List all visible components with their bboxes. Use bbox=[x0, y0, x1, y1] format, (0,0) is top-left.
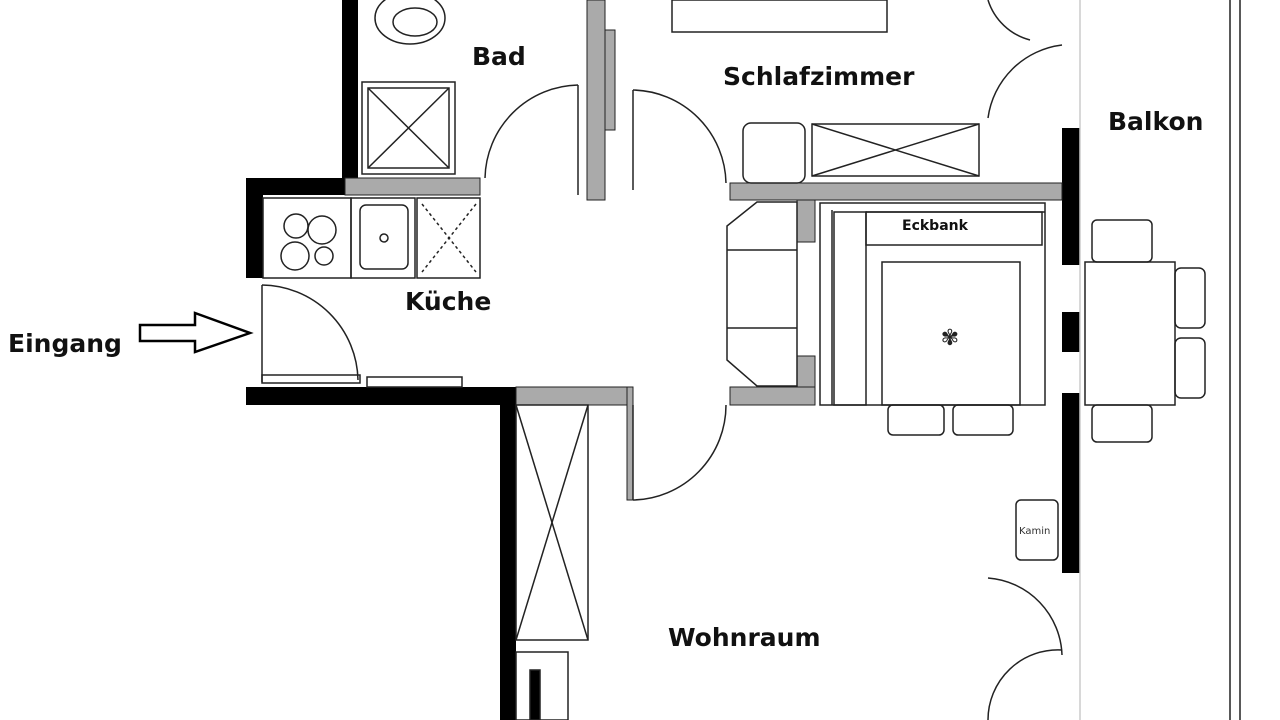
sink-icon bbox=[350, 197, 416, 279]
toilet-icon bbox=[374, 0, 446, 45]
room-label-bad: Bad bbox=[472, 42, 526, 71]
armchair-icon bbox=[742, 122, 806, 184]
furniture-label-kamin: Kamin bbox=[1019, 526, 1051, 537]
stove-icon bbox=[262, 197, 352, 279]
balcony-table-icon bbox=[1084, 219, 1206, 443]
room-label-kueche: Küche bbox=[405, 287, 492, 316]
bed-icon bbox=[671, 0, 888, 33]
exterior-walls bbox=[246, 0, 1080, 720]
interior-walls bbox=[344, 0, 1063, 501]
radiator-icon bbox=[366, 376, 463, 388]
room-label-eingang: Eingang bbox=[8, 329, 122, 358]
room-label-wohnraum: Wohnraum bbox=[668, 623, 821, 652]
dishwasher-icon bbox=[416, 197, 481, 279]
entrance-arrow-icon bbox=[138, 311, 254, 354]
room-label-schlafzimmer: Schlafzimmer bbox=[723, 62, 915, 91]
door-arcs bbox=[261, 0, 1063, 720]
dining-table-icon: ✾ bbox=[881, 261, 1021, 436]
sofa-icon bbox=[726, 201, 798, 387]
svg-text:✾: ✾ bbox=[941, 326, 959, 351]
counter-icon bbox=[261, 374, 361, 384]
shower-icon bbox=[361, 81, 456, 175]
hall-wardrobe-icon bbox=[515, 404, 589, 720]
wardrobe-icon bbox=[811, 123, 980, 177]
furniture-label-eckbank: Eckbank bbox=[902, 218, 968, 234]
kamin-icon bbox=[1015, 499, 1059, 561]
room-label-balkon: Balkon bbox=[1108, 107, 1204, 136]
